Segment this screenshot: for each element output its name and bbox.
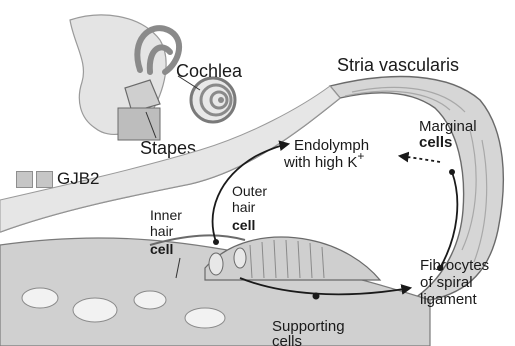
inner-hair-cell-label-line1: Inner (150, 207, 182, 223)
legend-swatch-2 (36, 171, 53, 188)
endolymph-label-text: with high K (283, 154, 357, 171)
fibrocytes-label-line3: ligament (420, 291, 478, 308)
pathway-marginal-to-endolymph (400, 156, 440, 162)
cochlea-spiral (191, 78, 235, 122)
outer-hair-cell-label-line1: Outer (232, 183, 267, 199)
outer-hair-cell-shape (234, 248, 246, 268)
inner-hair-cell-label-line3: cell (150, 241, 173, 257)
inner-hair-cell-shape (209, 253, 223, 275)
outer-hair-cell-label-line2: hair (232, 199, 256, 215)
fibrocytes-label-line2: of spiral (420, 274, 473, 291)
legend-swatch-1 (16, 171, 33, 188)
outer-hair-cell-label-line3: cell (232, 217, 255, 233)
ear-canal (118, 108, 160, 140)
endolymph-superscript: + (357, 149, 364, 163)
marginal-cells-label-line1: Marginal (419, 118, 477, 135)
stria-vascularis-label: Stria vascularis (337, 55, 459, 75)
supporting-cells-label-line2: cells (272, 333, 302, 346)
legend-label: GJB2 (57, 169, 100, 189)
cochlea-label: Cochlea (176, 61, 243, 81)
marginal-cells-label-line2: cells (419, 134, 452, 151)
inner-hair-cell-label-line2: hair (150, 223, 174, 239)
fibrocytes-label-line1: Fibrocytes (420, 257, 489, 274)
